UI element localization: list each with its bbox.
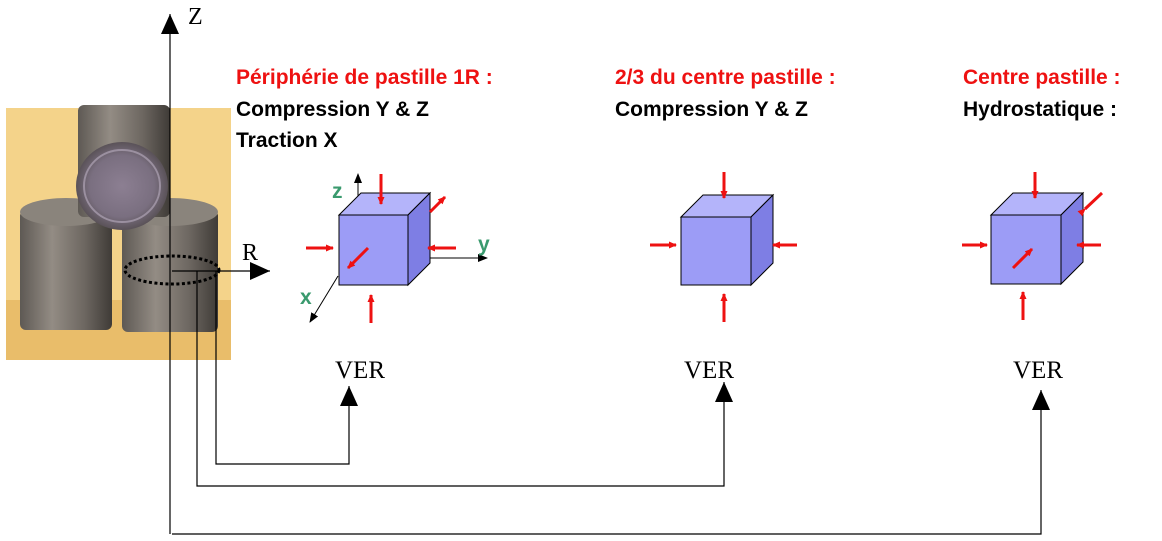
r-axis-label: R [242,240,258,266]
connector-1 [216,271,349,464]
panel-2-ver-label: VER [684,357,734,384]
panel-1-line-1: Compression Y & Z [236,98,429,121]
connector-2 [197,271,724,486]
panel-3-title: Centre pastille : [963,66,1121,89]
cube-x-label: x [300,286,312,309]
panel-2-line-1: Compression Y & Z [615,98,808,121]
connector-3 [172,390,1041,534]
panel-1-title: Périphérie de pastille 1R : [236,66,493,89]
panel-2-title: 2/3 du centre pastille : [615,66,836,89]
panel-1-line-2: Traction X [236,129,338,152]
cube-y-label: y [478,233,490,256]
cube-1: z y x [300,174,490,323]
panel-3-line-1: Hydrostatique : [963,98,1117,121]
cube-x-axis [310,276,338,322]
panel-3-ver-label: VER [1013,357,1063,384]
cube-z-label: z [332,180,343,203]
cube-2 [650,172,797,322]
z-axis-label: Z [188,4,203,30]
panel-1-ver-label: VER [335,357,385,384]
cube-3 [962,172,1102,320]
